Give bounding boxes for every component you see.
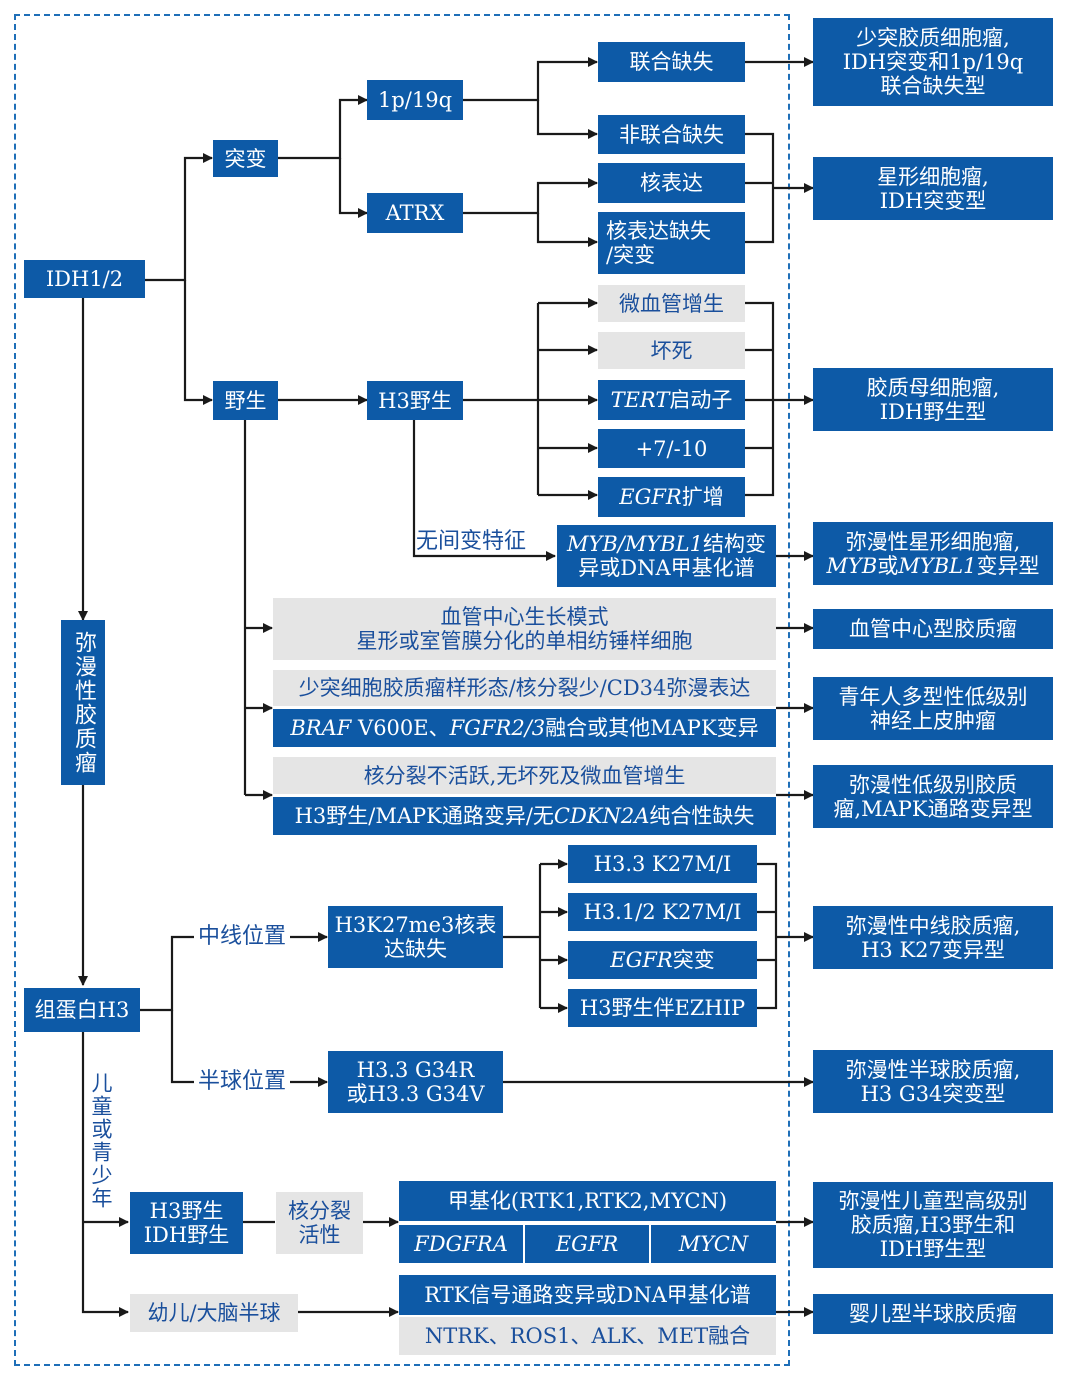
braf-gene-name: BRAF — [290, 716, 352, 740]
rtk-node: RTK信号通路变异或DNA甲基化谱 — [399, 1275, 776, 1315]
egfr-mut-gene-name: EGFR — [610, 948, 673, 972]
idh-node: IDH1/2 — [24, 260, 145, 298]
fusions-node: NTRK、ROS1、ALK、MET融合 — [399, 1317, 776, 1355]
outcome-infant-hemispheric: 婴儿型半球胶质瘤 — [813, 1294, 1053, 1334]
outcome-glioblastoma: 胶质母细胞瘤, IDH野生型 — [813, 368, 1053, 431]
diffuse-glioma-node: 弥漫性胶质瘤 — [61, 620, 105, 785]
egfr-pediatric-node: EGFR — [525, 1225, 649, 1263]
dashed-frame — [14, 14, 790, 1366]
myb-line2: 异或DNA甲基化谱 — [578, 556, 755, 580]
infant-hemispheric-node: 幼儿/大脑半球 — [130, 1294, 298, 1332]
outcome-pediatric-hgg: 弥漫性儿童型高级别 胶质瘤,H3野生和 IDH野生型 — [813, 1182, 1053, 1268]
microvascular-node: 微血管增生 — [598, 285, 745, 322]
child-youth-label: 儿童或青少年 — [89, 1071, 113, 1210]
codel-1p19q-node: 1p/19q — [367, 80, 463, 120]
myb-node: MYB/MYBL1结构变 异或DNA甲基化谱 — [557, 525, 776, 587]
wildtype-node: 野生 — [213, 381, 278, 420]
myb-outcome-or: 或 — [877, 553, 899, 578]
myb-line1: 结构变 — [702, 532, 766, 556]
egfr-mutation-label: 突变 — [672, 948, 715, 972]
myb-outcome-line1: 弥漫性星形细胞瘤, — [845, 529, 1021, 554]
outcome-angiocentric-glioma: 血管中心型胶质瘤 — [813, 609, 1053, 649]
myb-outcome-gene1: MYB — [826, 553, 878, 578]
outcome-midline-glioma: 弥漫性中线胶质瘤, H3 K27变异型 — [813, 906, 1053, 969]
mutant-node: 突变 — [213, 140, 278, 177]
nuclear-loss-node: 核表达缺失 /突变 — [598, 212, 745, 274]
chr7-chr10-node: +7/-10 — [598, 429, 745, 468]
angiocentric-features-node: 血管中心生长模式 星形或室管膜分化的单相纺锤样细胞 — [273, 598, 776, 660]
h3-wildtype-node: H3野生 — [367, 381, 463, 420]
oligo-like-features-node: 少突细胞胶质瘤样形态/核分裂少/CD34弥漫表达 — [273, 670, 776, 706]
necrosis-node: 坏死 — [598, 332, 745, 369]
outcome-hemispheric-glioma: 弥漫性半球胶质瘤, H3 G34突变型 — [813, 1050, 1053, 1113]
h3k27me3-loss-node: H3K27me3核表 达缺失 — [328, 906, 503, 968]
non-co-deleted-node: 非联合缺失 — [598, 115, 745, 154]
histone-h3-node: 组蛋白H3 — [24, 988, 140, 1032]
outcome-diffuse-lgg-mapk: 弥漫性低级别胶质 瘤,MAPK通路变异型 — [813, 765, 1053, 828]
h33-k27m-node: H3.3 K27M/I — [568, 845, 757, 883]
myb-outcome-gene2: MYBL1 — [898, 553, 977, 578]
tert-gene-name: TERT — [610, 388, 670, 412]
egfr-amplification-label: 扩增 — [681, 485, 724, 509]
myb-outcome-type: 变异型 — [976, 553, 1040, 578]
outcome-pllnty: 青年人多型性低级别 神经上皮肿瘤 — [813, 677, 1053, 740]
methylation-node: 甲基化(RTK1,RTK2,MYCN) — [399, 1181, 776, 1221]
cdkn2a-gene-name: CDKN2A — [553, 804, 650, 828]
mapk-line-b: 纯合性缺失 — [649, 804, 755, 828]
h312-k27m-node: H3.1/2 K27M/I — [568, 893, 757, 931]
atrx-node: ATRX — [367, 193, 463, 233]
nuclear-expression-node: 核表达 — [598, 163, 745, 203]
co-deleted-node: 联合缺失 — [598, 42, 745, 82]
braf-variant: V600E、 — [358, 716, 450, 740]
braf-rest-label: 融合或其他MAPK变异 — [545, 716, 759, 740]
mycn-node: MYCN — [651, 1225, 776, 1263]
outcome-oligodendroglioma: 少突胶质细胞瘤, IDH突变和1p/19q 联合缺失型 — [813, 18, 1053, 106]
fgfr-gene-name: FGFR2/3 — [449, 716, 546, 740]
myb-gene-names: MYB/MYBL1 — [567, 532, 703, 556]
mitosis-active-node: 核分裂 活性 — [276, 1192, 363, 1254]
fdgfra-node: FDGFRA — [399, 1225, 523, 1263]
no-anaplastic-features-label: 无间变特征 — [416, 529, 527, 554]
hemispheric-label: 半球位置 — [197, 1069, 286, 1094]
g34-node: H3.3 G34R 或H3.3 G34V — [328, 1051, 503, 1113]
outcome-astrocytoma: 星形细胞瘤, IDH突变型 — [813, 157, 1053, 220]
outcome-diffuse-astrocytoma-myb: 弥漫性星形细胞瘤, MYB或MYBL1变异型 — [813, 522, 1053, 585]
midline-label: 中线位置 — [197, 924, 286, 949]
mitosis-inactive-node: 核分裂不活跃,无坏死及微血管增生 — [273, 757, 776, 794]
h3wt-ezhip-node: H3野生伴EZHIP — [568, 989, 757, 1027]
h3wt-idhwt-node: H3野生 IDH野生 — [130, 1192, 243, 1254]
mapk-line-a: H3野生/MAPK通路变异/无 — [294, 804, 554, 828]
egfr-gene-name: EGFR — [619, 485, 682, 509]
tert-promoter-label: 启动子 — [669, 388, 733, 412]
